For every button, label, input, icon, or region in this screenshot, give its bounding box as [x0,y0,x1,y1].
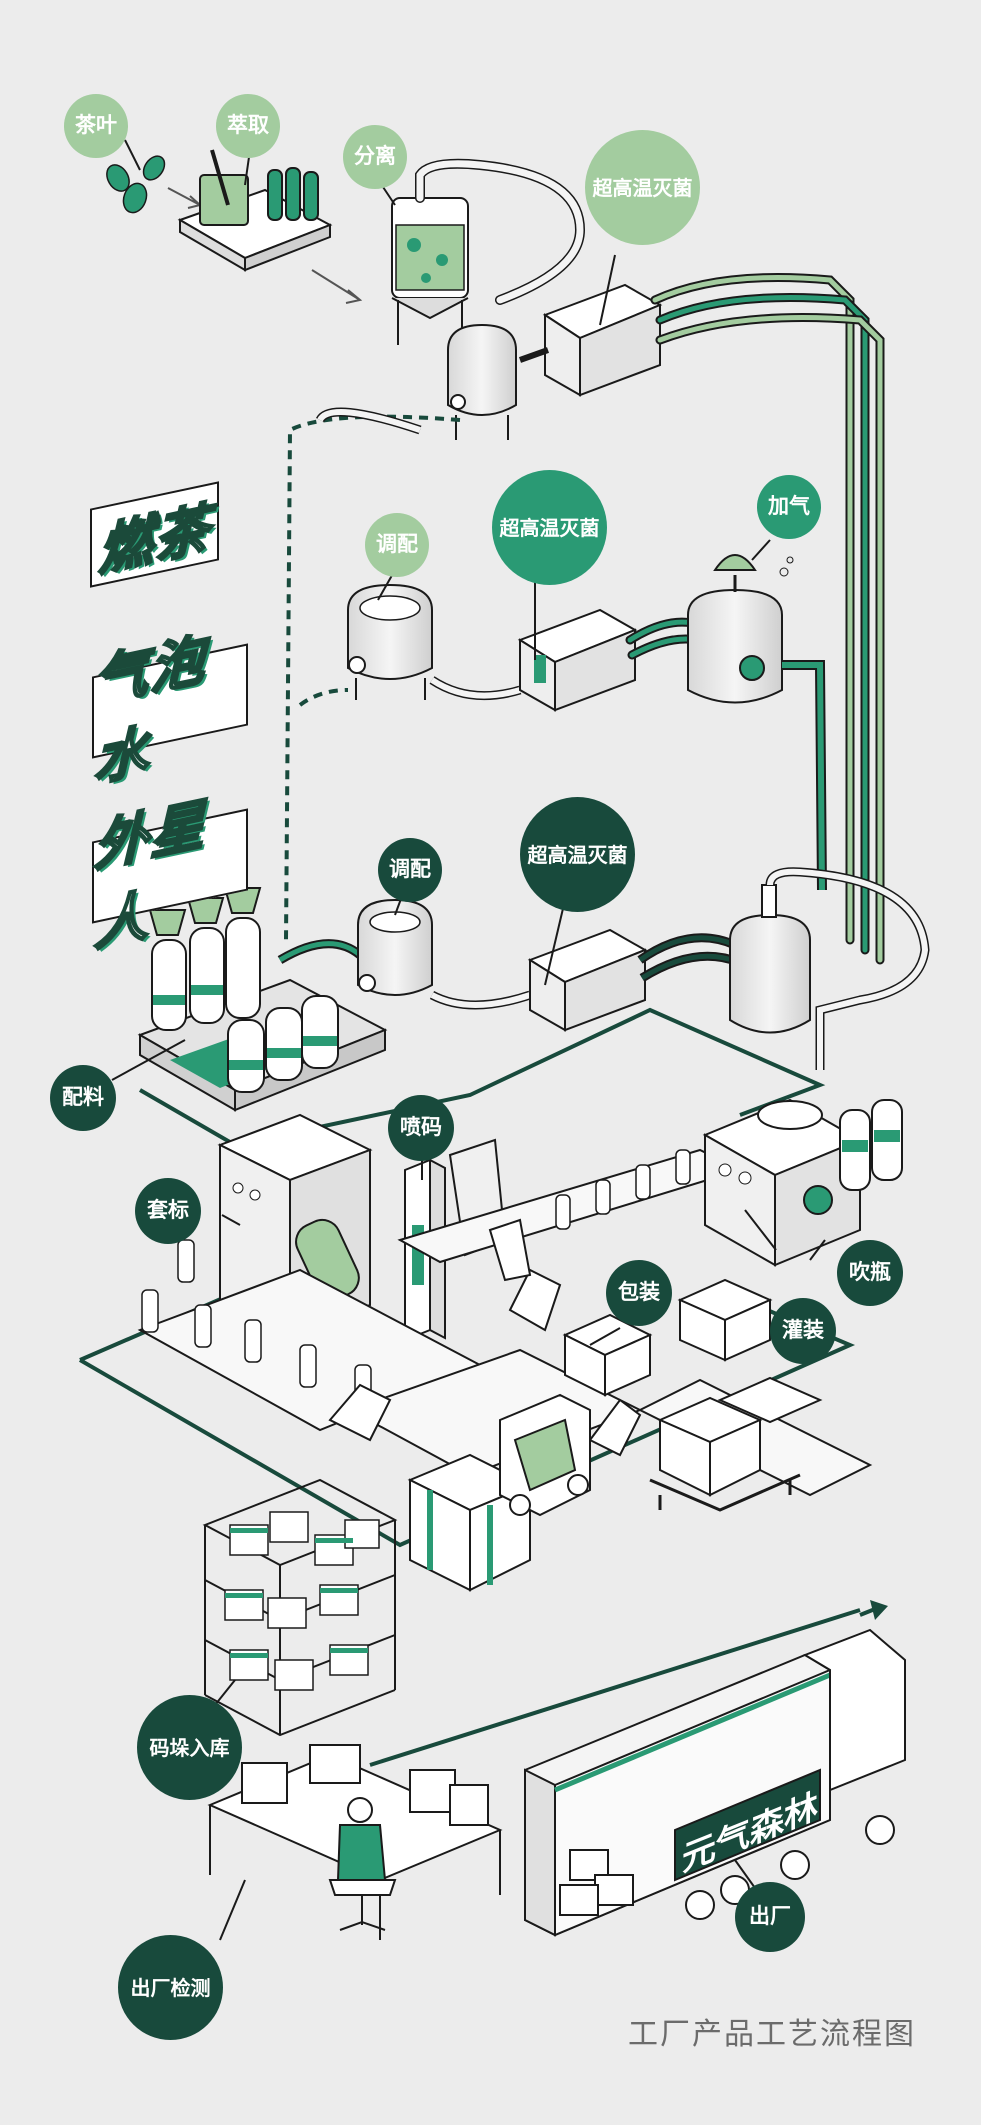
floor-outline-1 [138,1007,826,1148]
sterilizer-1 [518,283,663,397]
label-separate: 分离 [343,125,407,189]
label-carbonate: 加气 [757,475,821,539]
blend-tank-3 [357,898,433,996]
truck [524,1628,906,1937]
label-packing: 包装 [606,1260,672,1326]
holding-tank-3 [729,884,811,1034]
carbonation-tank [687,554,794,704]
label-sterilize-2: 超高温灭菌 [492,470,607,585]
label-shipping: 出厂 [735,1882,805,1952]
boxes [562,1278,823,1497]
bottles [141,1149,691,1408]
label-sterilize-1: 超高温灭菌 [585,130,700,245]
product-tag-qipaoshui: 气泡水 [92,626,248,794]
sterilizer-2 [517,608,638,712]
separator-tank [391,197,469,345]
label-coding: 喷码 [388,1095,454,1161]
operator [328,1797,397,1931]
arrow-head-icon [870,1600,888,1620]
label-ingredients: 配料 [50,1065,116,1131]
blow-molding-machine [839,1099,903,1191]
holding-tank-1 [447,323,517,440]
filling-machine [702,1098,863,1267]
label-blend-3: 调配 [378,838,442,902]
label-tea-leaves: 茶叶 [64,94,128,158]
robot-arms [328,1218,642,1457]
label-stacking: 码垛入库 [137,1695,242,1800]
label-sterilize-3: 超高温灭菌 [520,797,635,912]
product-tag-waixingren: 外星人 [92,791,248,959]
arrow-icon [167,187,363,304]
label-blend-2: 调配 [365,513,429,577]
shelf-boxes [224,1511,380,1691]
cart [649,1473,801,1512]
ingredient-bottles [148,887,339,1093]
label-inspection: 出厂检测 [118,1935,223,2040]
dashed-link [284,414,461,941]
green-pipes [650,273,885,965]
label-labeling: 套标 [135,1178,201,1244]
extraction-station [177,149,333,272]
label-extract: 萃取 [216,94,280,158]
forklift [499,1393,591,1517]
tea-leaves [106,155,166,214]
diagram-title: 工厂产品工艺流程图 [628,2017,916,2052]
blend-tank-2 [347,583,433,700]
label-filling: 灌装 [770,1298,836,1364]
sterilizer-3 [527,928,648,1032]
label-blow-molding: 吹瓶 [837,1240,903,1306]
